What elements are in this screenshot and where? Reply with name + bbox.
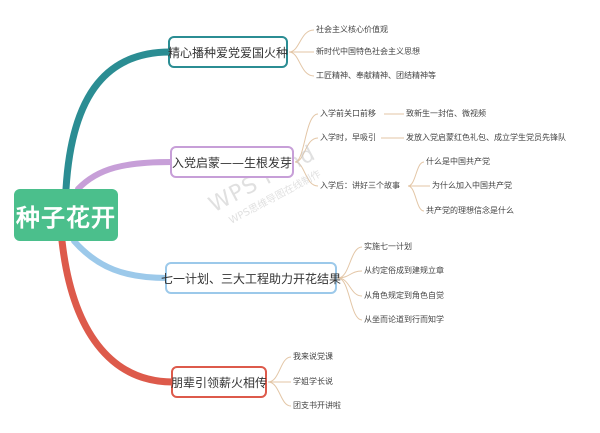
- branch-node-1[interactable]: 精心播种爱党爱国火种: [168, 36, 288, 68]
- leaf-node[interactable]: 从角色规定到角色自觉: [364, 291, 444, 300]
- sub-leaf-node[interactable]: 什么是中国共产党: [426, 157, 490, 166]
- connector-sub-2-3-1: [407, 161, 425, 187]
- leaf-node[interactable]: 工匠精神、奉献精神、团结精神等: [316, 71, 436, 80]
- leaf-node[interactable]: 团支书开讲啦: [293, 401, 341, 410]
- leaf-node[interactable]: 入学时，早吸引: [320, 133, 376, 142]
- leaf-detail-node[interactable]: 致新生一封信、微视频: [406, 109, 486, 118]
- branch-node-2[interactable]: 入党启蒙——生根发芽: [170, 146, 294, 178]
- leaf-node[interactable]: 社会主义核心价值观: [316, 25, 388, 34]
- branch-node-4[interactable]: 朋辈引领薪火相传: [171, 366, 267, 398]
- leaf-node[interactable]: 学姐学长说: [293, 377, 333, 386]
- connector-leaf-3-1: [337, 246, 363, 279]
- leaf-node[interactable]: 入学后：讲好三个故事: [320, 181, 400, 190]
- connector-leaf-2-2: [294, 137, 319, 163]
- leaf-detail-node[interactable]: 发放入党启蒙红色礼包、成立学生党员先锋队: [406, 133, 566, 142]
- connector-leaf-4-1: [267, 356, 292, 383]
- connector-leaf-3-3: [337, 277, 363, 297]
- branch-node-3[interactable]: 七一计划、三大工程助力开花结果: [161, 262, 341, 294]
- leaf-node[interactable]: 从约定俗成到建规立章: [364, 266, 444, 275]
- connector-sub-2-3-3: [407, 185, 425, 212]
- sub-leaf-node[interactable]: 为什么加入中国共产党: [432, 181, 512, 190]
- leaf-node[interactable]: 实施七一计划: [364, 242, 412, 251]
- connector-leaf-3-2: [337, 270, 363, 279]
- connector-leaf-2-1: [294, 113, 319, 163]
- connector-branch-4: [58, 237, 177, 386]
- connector-leaf-4-3: [267, 381, 292, 407]
- connector-leaf-1-1: [288, 29, 315, 53]
- connector-branch-1: [62, 48, 174, 193]
- connector-leaf-1-3: [288, 51, 315, 77]
- connector-leaf-2-3: [294, 161, 319, 187]
- connector-branch-2: [75, 159, 175, 192]
- connector-branch-3: [71, 238, 170, 281]
- leaf-node[interactable]: 我来说党课: [293, 352, 333, 361]
- connector-leaf-3-4: [337, 277, 363, 321]
- sub-leaf-node[interactable]: 共产党的理想信念是什么: [426, 206, 514, 215]
- root-node[interactable]: 种子花开: [14, 189, 118, 241]
- leaf-node[interactable]: 入学前关口前移: [320, 109, 376, 118]
- leaf-node[interactable]: 从坐而论道到行而知学: [364, 315, 444, 324]
- leaf-node[interactable]: 新时代中国特色社会主义思想: [316, 47, 420, 56]
